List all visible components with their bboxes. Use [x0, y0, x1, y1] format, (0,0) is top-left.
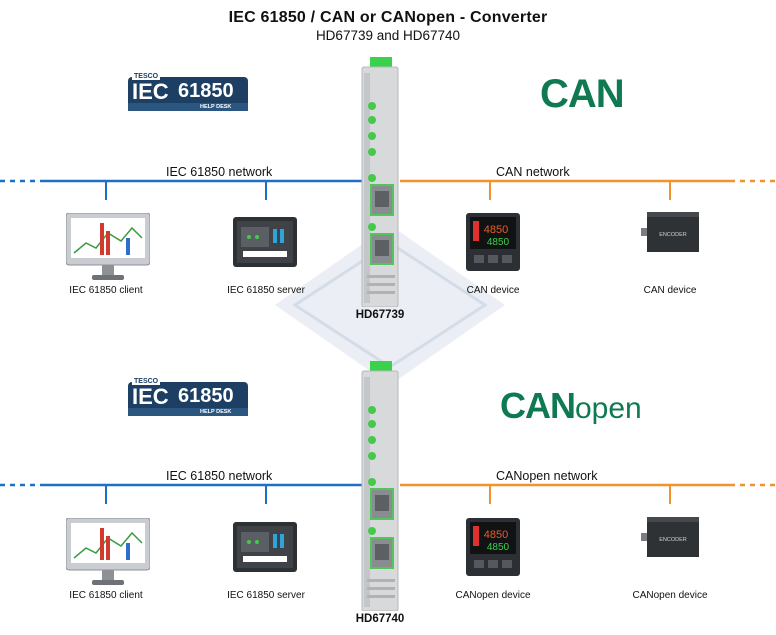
device-label: IEC 61850 server — [227, 590, 305, 601]
svg-text:4850: 4850 — [484, 529, 508, 541]
server-icon — [233, 522, 297, 572]
server-icon — [233, 217, 297, 267]
canopen-device-display-icon: 4850 4850 — [466, 518, 520, 576]
right-network-label: CANopen network — [496, 469, 598, 483]
monitor-icon — [66, 213, 150, 280]
module-label: HD67740 — [355, 613, 405, 625]
module-label: HD67739 — [355, 309, 405, 321]
svg-text:ENCODER: ENCODER — [659, 232, 687, 238]
device-label: CAN device — [466, 285, 520, 296]
device-label: CANopen device — [455, 590, 531, 601]
device-label: CANopen device — [632, 590, 708, 601]
canopen-logo: CANopen — [500, 385, 642, 426]
monitor-icon — [66, 518, 150, 585]
iec61850-logo: TESCO IEC 61850 HELP DESK — [128, 378, 248, 420]
network-lines — [0, 483, 776, 504]
encoder-icon: ENCODER — [641, 212, 699, 252]
module-hd67740 — [361, 361, 399, 611]
svg-text:4850: 4850 — [487, 542, 510, 553]
encoder-icon: ENCODER — [641, 517, 699, 557]
device-label: IEC 61850 server — [227, 285, 305, 296]
device-label: IEC 61850 client — [69, 285, 143, 296]
device-label: IEC 61850 client — [69, 590, 143, 601]
left-network-label: IEC 61850 network — [166, 469, 273, 483]
device-label: CAN device — [643, 285, 697, 296]
module-hd67739 — [361, 57, 399, 307]
iec61850-logo: TESCO IEC 61850 HELP DESK — [128, 73, 248, 115]
page-title: IEC 61850 / CAN or CANopen - Converter — [228, 9, 548, 26]
can-device-display-icon: 4850 4850 — [466, 213, 520, 271]
left-network-label: IEC 61850 network — [166, 165, 273, 179]
page-subtitle: HD67739 and HD67740 — [315, 28, 461, 43]
can-logo: CAN — [540, 72, 625, 116]
svg-text:4850: 4850 — [484, 224, 508, 236]
network-lines — [0, 179, 776, 200]
svg-text:4850: 4850 — [487, 237, 510, 248]
right-network-label: CAN network — [496, 165, 570, 179]
svg-text:ENCODER: ENCODER — [659, 537, 687, 543]
